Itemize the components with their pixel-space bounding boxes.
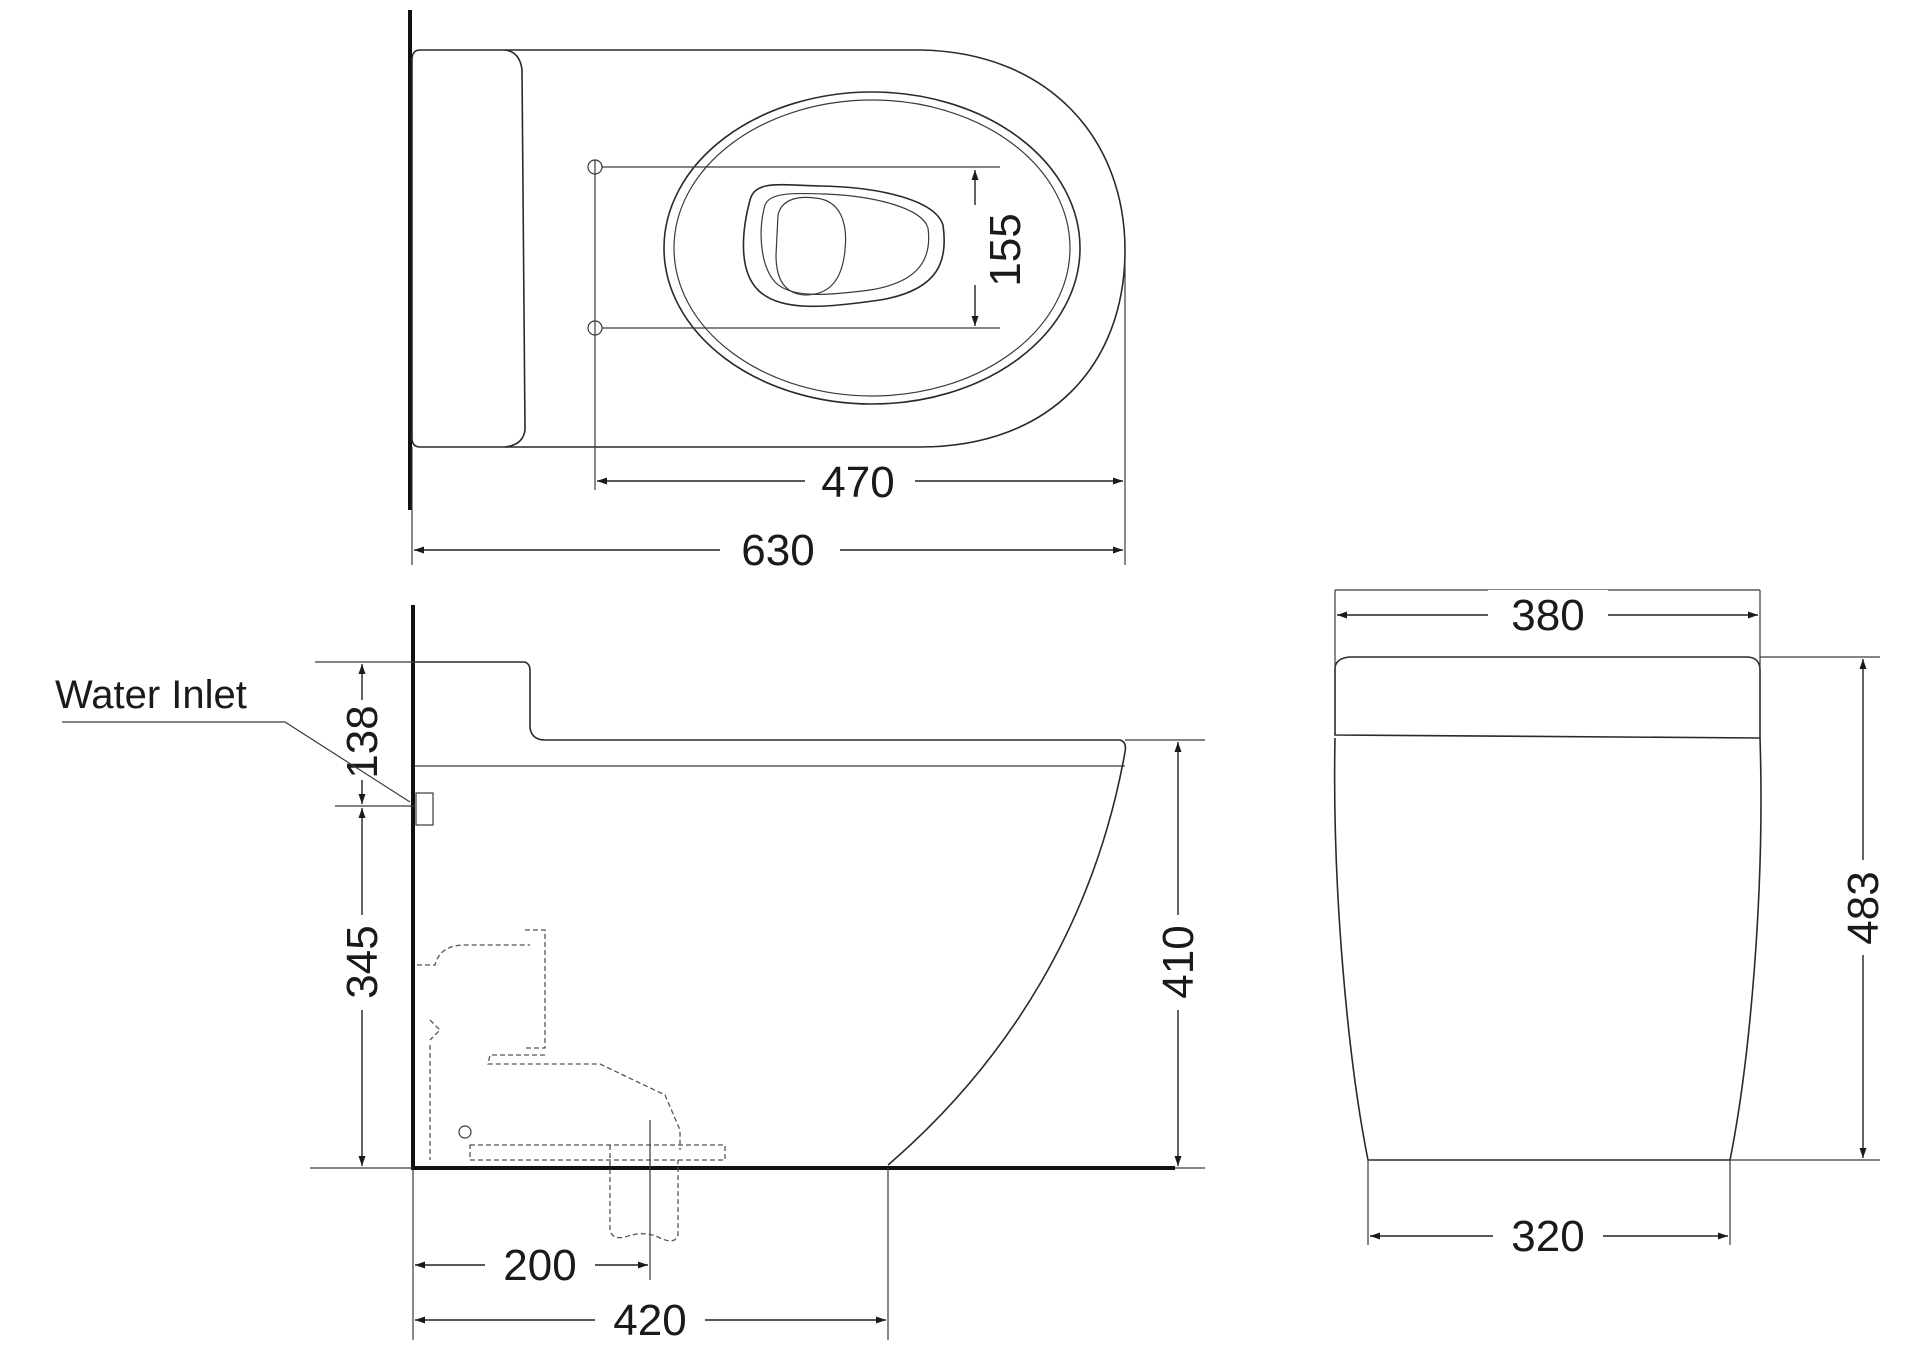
top-view-bowl-trap (775, 196, 847, 296)
side-view-hidden-bolt (458, 1125, 472, 1139)
dim-138-label: 138 (338, 705, 387, 778)
dim-470-label: 470 (821, 458, 894, 507)
top-view-bowl-inner (760, 192, 930, 295)
dim-345-label: 345 (338, 925, 387, 998)
top-view-tank (411, 49, 526, 448)
front-view: 380 320 483 (1333, 589, 1888, 1261)
dim-630-label: 630 (741, 526, 814, 575)
side-view-hidden-trap (417, 929, 726, 1242)
water-inlet-leader (62, 721, 411, 803)
top-view-bowl-outer (742, 183, 946, 308)
dim-420-label: 420 (613, 1296, 686, 1345)
dim-200-label: 200 (503, 1241, 576, 1290)
side-view-bowl-front-curve (887, 751, 1126, 1166)
front-view-body (1333, 737, 1762, 1161)
top-view: 155 470 630 (408, 10, 1126, 575)
water-inlet-marker (415, 792, 434, 826)
dim-380-label: 380 (1511, 591, 1584, 640)
dim-155-label: 155 (981, 213, 1030, 286)
top-view-seat-inner (673, 99, 1071, 397)
side-view: 138 345 410 200 420 Water Inlet (55, 605, 1205, 1345)
side-view-tank-profile (415, 661, 1127, 753)
dim-410-label: 410 (1154, 925, 1203, 998)
water-inlet-label: Water Inlet (55, 673, 247, 717)
front-view-tank-cap (1334, 656, 1761, 739)
dim-320-label: 320 (1511, 1212, 1584, 1261)
dim-483-label: 483 (1839, 871, 1888, 944)
top-view-seat-outer (663, 91, 1081, 405)
top-view-body-outline (505, 49, 1126, 448)
